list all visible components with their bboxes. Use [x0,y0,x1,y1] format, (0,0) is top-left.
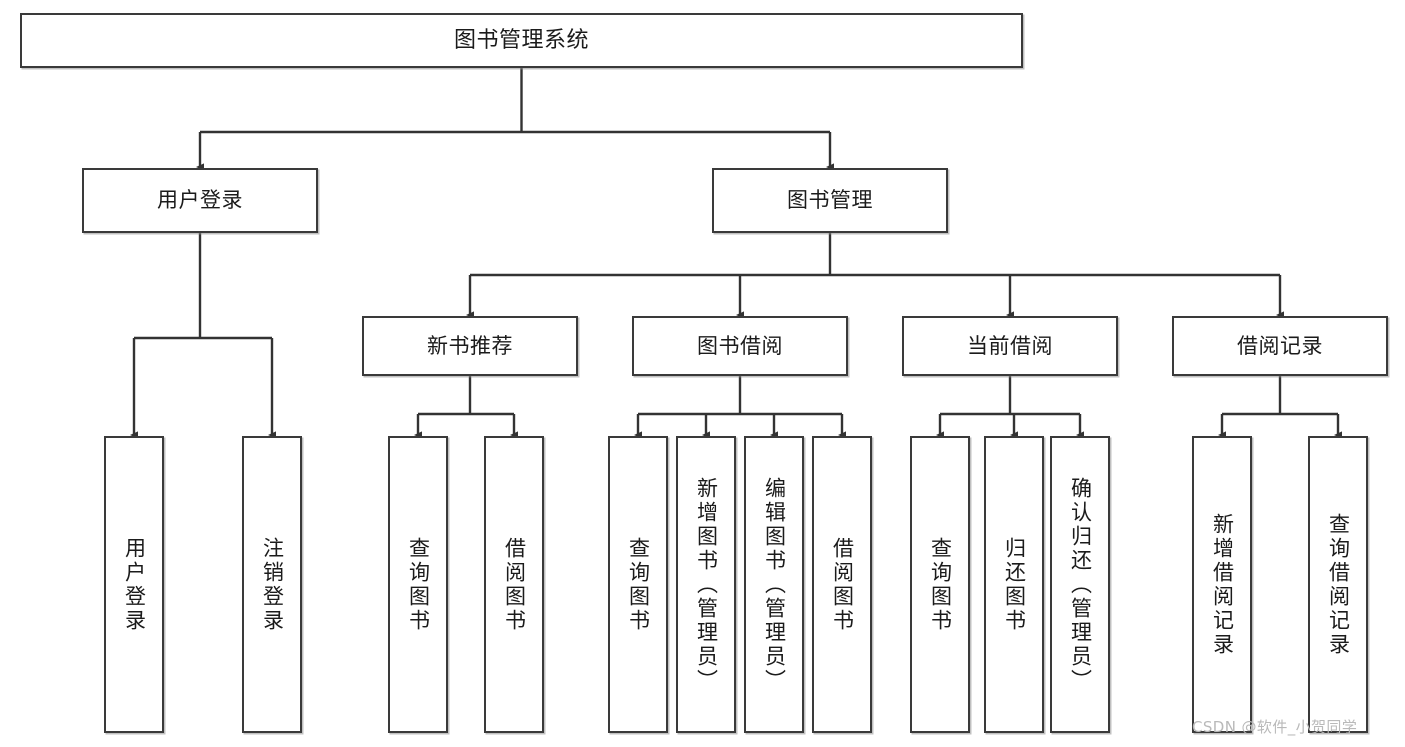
node-label: 查询图书 [406,536,431,633]
node-root[interactable]: 图书管理系统 [20,13,1023,68]
node-borrow-record[interactable]: 借阅记录 [1172,316,1388,376]
node-label: 当前借阅 [967,333,1053,358]
node-label: 注销登录 [260,536,285,633]
node-leaf-query-record[interactable]: 查询借阅记录 [1308,436,1368,733]
node-label: 图书管理系统 [453,27,589,53]
node-login[interactable]: 用户登录 [82,168,318,233]
node-leaf-query-book-3[interactable]: 查询图书 [910,436,970,733]
node-label: 查询图书 [626,536,651,633]
node-current-borrow[interactable]: 当前借阅 [902,316,1118,376]
node-leaf-add-record[interactable]: 新增借阅记录 [1192,436,1252,733]
tree-connectors [130,68,1343,439]
node-label: 新书推荐 [427,333,513,358]
node-leaf-confirm-return[interactable]: 确认归还（管理员） [1050,436,1110,733]
node-label: 借阅图书 [502,536,527,633]
node-label: 查询借阅记录 [1326,512,1351,657]
node-leaf-edit-book[interactable]: 编辑图书（管理员） [744,436,804,733]
node-book-borrow[interactable]: 图书借阅 [632,316,848,376]
node-label: 借阅记录 [1237,333,1323,358]
node-leaf-query-book-2[interactable]: 查询图书 [608,436,668,733]
node-label: 新增图书（管理员） [694,476,719,693]
node-label: 图书借阅 [697,333,783,358]
node-book-mgmt[interactable]: 图书管理 [712,168,948,233]
node-leaf-borrow-book-2[interactable]: 借阅图书 [812,436,872,733]
node-label: 确认归还（管理员） [1068,476,1093,693]
node-label: 用户登录 [122,536,147,633]
node-leaf-return-book[interactable]: 归还图书 [984,436,1044,733]
node-label: 图书管理 [787,188,873,213]
node-label: 编辑图书（管理员） [762,476,787,693]
node-label: 借阅图书 [830,536,855,633]
node-leaf-user-logout[interactable]: 注销登录 [242,436,302,733]
node-label: 归还图书 [1002,536,1027,633]
node-leaf-add-book[interactable]: 新增图书（管理员） [676,436,736,733]
node-label: 查询图书 [928,536,953,633]
node-label: 新增借阅记录 [1210,512,1235,657]
node-leaf-query-book-1[interactable]: 查询图书 [388,436,448,733]
watermark-credit: CSDN @软件_小贺同学 [1192,718,1358,736]
node-label: 用户登录 [157,188,243,213]
node-leaf-borrow-book-1[interactable]: 借阅图书 [484,436,544,733]
node-new-book-rec[interactable]: 新书推荐 [362,316,578,376]
node-leaf-user-login[interactable]: 用户登录 [104,436,164,733]
